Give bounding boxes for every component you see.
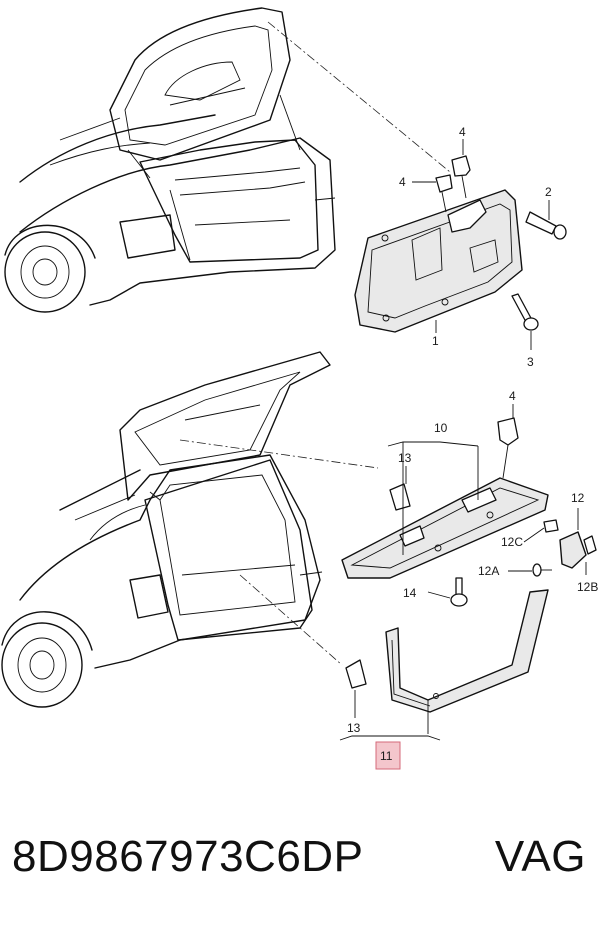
callout-4-mid: 4 <box>399 175 406 189</box>
car-top-illustration <box>4 7 336 313</box>
trunk-lid-trim-panel <box>354 189 523 333</box>
callout-14: 14 <box>403 586 417 600</box>
clip-4-upper <box>435 155 471 213</box>
callout-3: 3 <box>527 355 534 369</box>
highlight-box-11 <box>375 741 401 770</box>
callout-12a: 12A <box>478 564 499 578</box>
brand-label: VAG <box>494 832 586 881</box>
callout-13-lower: 13 <box>347 721 361 735</box>
callout-12b: 12B <box>577 580 598 594</box>
callout-11: 11 <box>380 749 393 763</box>
lock-12 <box>532 519 597 577</box>
car-bottom-illustration <box>1 351 331 708</box>
callout-4-top: 4 <box>459 125 466 139</box>
footer: 8D9867973C6DP VAG <box>12 832 588 892</box>
callout-12c: 12C <box>501 535 523 549</box>
callout-10: 10 <box>434 421 448 435</box>
clip-13-upper <box>389 483 411 511</box>
sill-trim-10 <box>341 477 549 579</box>
callout-13-upper: 13 <box>398 451 412 465</box>
screw-3 <box>511 293 539 331</box>
part-number: 8D9867973C6DP <box>12 832 364 881</box>
loading-edge-trim-11 <box>385 589 549 713</box>
callout-2: 2 <box>545 185 552 199</box>
callout-4-bottom: 4 <box>509 389 516 403</box>
clip-13-lower <box>345 659 367 689</box>
callout-12: 12 <box>571 491 585 505</box>
screw-2 <box>525 211 567 240</box>
clip-4-lower <box>497 417 519 479</box>
callout-1: 1 <box>432 334 439 348</box>
screw-14 <box>450 577 468 607</box>
